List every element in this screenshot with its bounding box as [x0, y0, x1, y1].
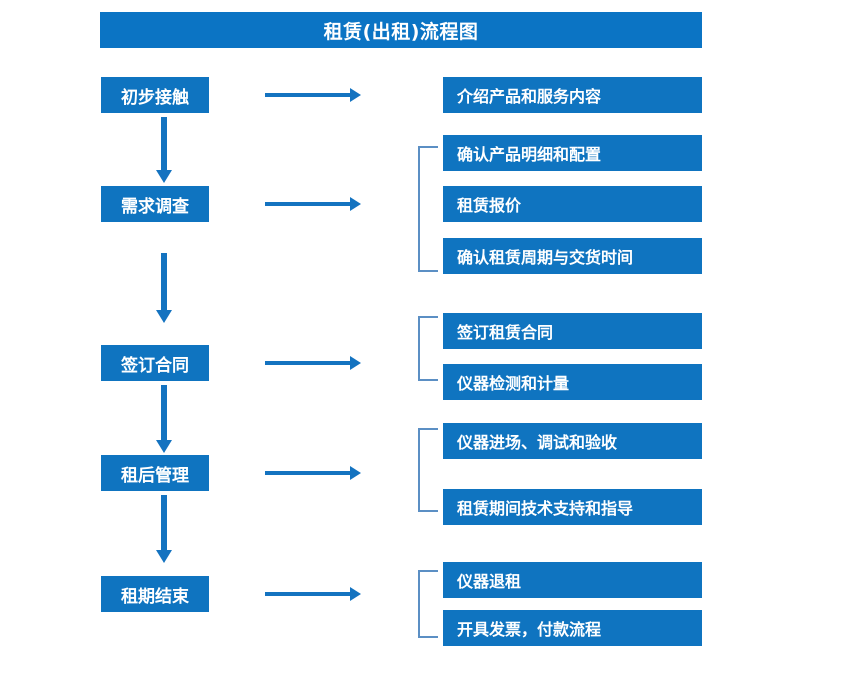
arrow-shaft — [161, 117, 167, 170]
arrow-head — [156, 550, 172, 563]
arrow-shaft — [161, 495, 167, 550]
arrow-head — [156, 170, 172, 183]
arrow-head — [156, 310, 172, 323]
arrow-shaft — [265, 592, 351, 596]
group-bracket-3 — [418, 316, 438, 381]
arrow-shaft — [161, 385, 167, 440]
detail-box-5[interactable]: 签订租赁合同 — [443, 313, 702, 349]
arrow-down-icon-2 — [156, 253, 172, 323]
arrow-head — [350, 356, 361, 370]
arrow-down-icon-4 — [156, 495, 172, 563]
arrow-head — [350, 197, 361, 211]
detail-box-7[interactable]: 仪器进场、调试和验收 — [443, 423, 702, 459]
detail-box-9[interactable]: 仪器退租 — [443, 562, 702, 598]
arrow-shaft — [161, 253, 167, 310]
stage-box-1[interactable]: 初步接触 — [101, 77, 209, 113]
stage-box-3[interactable]: 签订合同 — [101, 345, 209, 381]
arrow-shaft — [265, 361, 351, 365]
arrow-shaft — [265, 202, 351, 206]
arrow-head — [350, 466, 361, 480]
arrow-right-icon-4 — [265, 466, 361, 480]
detail-box-2[interactable]: 确认产品明细和配置 — [443, 135, 702, 171]
detail-box-3[interactable]: 租赁报价 — [443, 186, 702, 222]
arrow-head — [156, 440, 172, 453]
arrow-right-icon-3 — [265, 356, 361, 370]
stage-box-2[interactable]: 需求调查 — [101, 186, 209, 222]
arrow-shaft — [265, 471, 351, 475]
stage-box-4[interactable]: 租后管理 — [101, 455, 209, 491]
arrow-right-icon-1 — [265, 88, 361, 102]
group-bracket-5 — [418, 570, 438, 638]
arrow-right-icon-5 — [265, 587, 361, 601]
stage-box-5[interactable]: 租期结束 — [101, 576, 209, 612]
arrow-shaft — [265, 93, 351, 97]
detail-box-4[interactable]: 确认租赁周期与交货时间 — [443, 238, 702, 274]
detail-box-1[interactable]: 介绍产品和服务内容 — [443, 77, 702, 113]
arrow-right-icon-2 — [265, 197, 361, 211]
group-bracket-4 — [418, 428, 438, 512]
arrow-down-icon-1 — [156, 117, 172, 183]
arrow-down-icon-3 — [156, 385, 172, 453]
detail-box-10[interactable]: 开具发票，付款流程 — [443, 610, 702, 646]
arrow-head — [350, 88, 361, 102]
detail-box-6[interactable]: 仪器检测和计量 — [443, 364, 702, 400]
detail-box-8[interactable]: 租赁期间技术支持和指导 — [443, 489, 702, 525]
arrow-head — [350, 587, 361, 601]
group-bracket-2 — [418, 146, 438, 272]
diagram-title: 租赁(出租)流程图 — [100, 12, 702, 48]
